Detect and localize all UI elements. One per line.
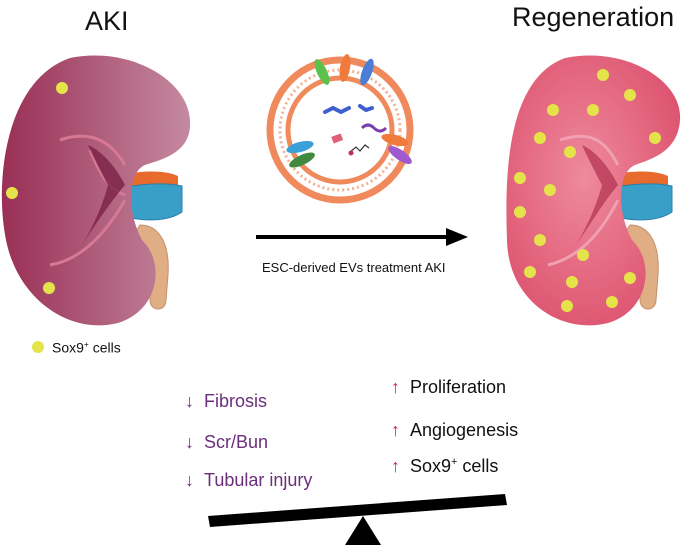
increase-item-proliferation: ↑Proliferation: [391, 377, 507, 397]
up-arrow-icon: ↑: [391, 420, 400, 440]
reg-sox9-cell: [547, 104, 559, 116]
aki-pelvis: [82, 145, 125, 245]
vesicle-protein: [339, 54, 351, 82]
reg-sox9-cell: [624, 272, 636, 284]
extracellular-vesicle: [266, 54, 414, 204]
vesicle-cargo: [349, 144, 370, 153]
increase-item-angiogenesis: ↑Angiogenesis: [391, 420, 519, 440]
reg-sox9-cell: [514, 172, 526, 184]
reg-sox9-cell: [564, 146, 576, 158]
title-regeneration: Regeneration: [512, 2, 675, 32]
down-arrow-icon: ↓: [185, 470, 194, 490]
arrow-caption: ESC-derived EVs treatment AKI: [262, 260, 446, 275]
aki-kidney-body: [1, 55, 191, 326]
reg-vein: [609, 183, 673, 221]
reg-sox9-cell: [524, 266, 536, 278]
reg-sox9-cell: [544, 184, 556, 196]
reg-sox9-cell: [566, 276, 578, 288]
reg-sox9-cell: [534, 234, 546, 246]
balance-beam: [208, 494, 507, 527]
aki-kidney: [1, 55, 191, 326]
reg-sox9-cell: [534, 132, 546, 144]
vesicle-protein: [381, 133, 409, 147]
reg-sox9-cell: [577, 249, 589, 261]
reg-sox9-cell: [597, 69, 609, 81]
down-arrow-icon: ↓: [185, 391, 194, 411]
reg-sox9-cell: [649, 132, 661, 144]
reg-sox9-cell: [606, 296, 618, 308]
vesicle-cargo: [323, 104, 374, 115]
decrease-item-tubular-injury: ↓Tubular injury: [185, 470, 313, 490]
reg-sox9-cell: [587, 104, 599, 116]
balance-fulcrum: [345, 516, 381, 545]
legend-sox9-dot: [32, 341, 44, 353]
balance-scale: [208, 494, 507, 545]
vesicle-protein: [388, 145, 412, 165]
legend-label: Sox9+ cells: [52, 339, 121, 356]
reg-sox9-cell: [561, 300, 573, 312]
vesicle-cargo: [360, 123, 388, 133]
reg-sox9-cell: [514, 206, 526, 218]
decrease-item-scr-bun: ↓Scr/Bun: [185, 432, 269, 452]
aki-sox9-cell: [43, 282, 55, 294]
aki-vein: [119, 183, 183, 221]
vesicle-cargo: [331, 133, 344, 144]
aki-sox9-cell: [56, 82, 68, 94]
decrease-item-fibrosis: ↓Fibrosis: [185, 391, 268, 411]
title-aki: AKI: [85, 6, 129, 36]
regeneration-kidney: [506, 55, 681, 326]
treatment-arrow: [256, 228, 468, 246]
vesicle-protein: [286, 140, 314, 154]
up-arrow-icon: ↑: [391, 456, 400, 476]
down-arrow-icon: ↓: [185, 432, 194, 452]
up-arrow-icon: ↑: [391, 377, 400, 397]
vesicle-protein: [360, 58, 374, 86]
reg-kidney-body: [506, 55, 681, 326]
vesicle-protein: [314, 59, 330, 85]
reg-calyx: [547, 134, 620, 267]
aki-sox9-cell: [6, 187, 18, 199]
reg-sox9-cell: [624, 89, 636, 101]
increase-item-sox9-cells: ↑Sox9+ cells: [391, 456, 499, 476]
vesicle-protein: [289, 152, 315, 168]
reg-pelvis: [576, 145, 618, 245]
